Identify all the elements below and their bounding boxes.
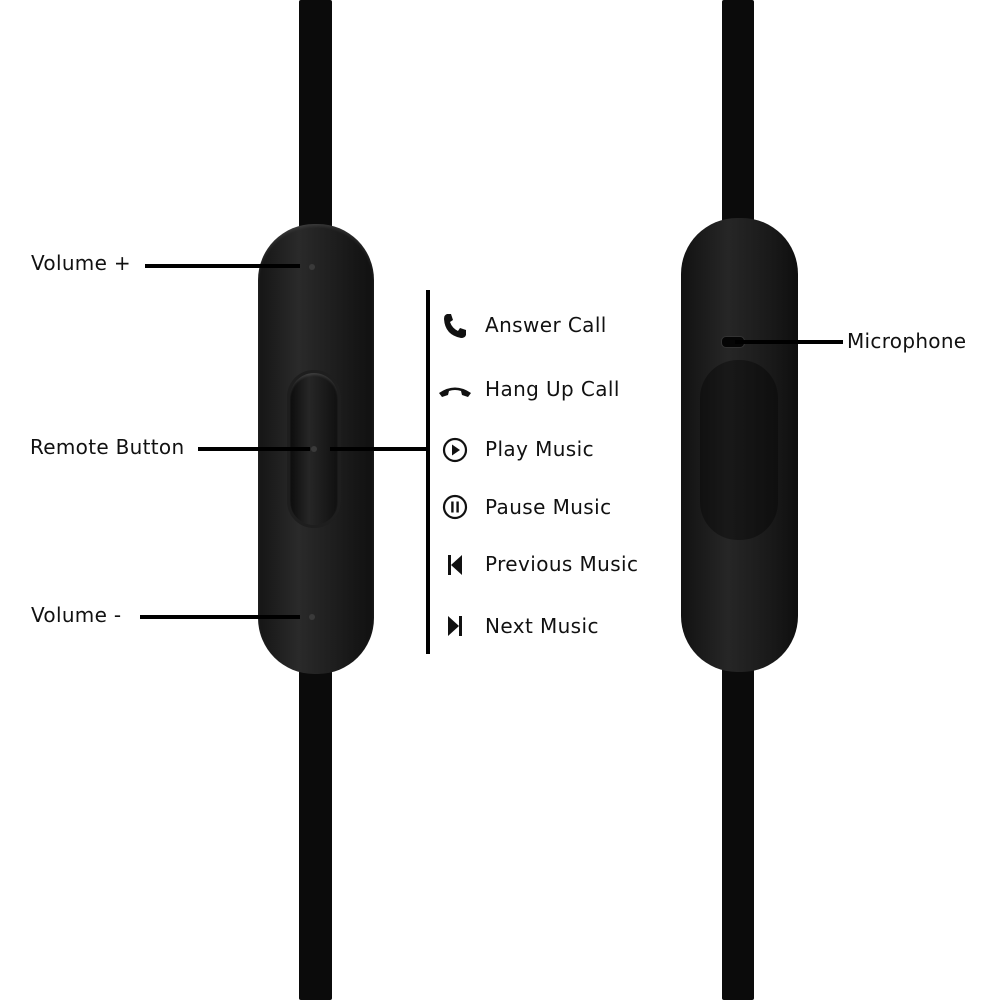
play-circle-icon (442, 437, 468, 463)
hang-up-icon (439, 387, 471, 397)
hang-up-call-label: Hang Up Call (485, 377, 620, 401)
microphone-leader (735, 340, 843, 344)
next-music-label: Next Music (485, 614, 599, 638)
microphone-label: Microphone (847, 329, 967, 353)
volume-down-label: Volume - (31, 603, 122, 627)
answer-call-label: Answer Call (485, 313, 607, 337)
remote-button-leader-left (198, 447, 310, 451)
remote-button-leader-right (330, 447, 428, 451)
left-cable-upper (299, 0, 332, 230)
volume-up-leader (145, 264, 300, 268)
right-cable-upper (722, 0, 754, 230)
functions-bracket (426, 290, 430, 654)
pause-circle-icon (442, 494, 468, 520)
volume-down-marker (309, 614, 315, 620)
remote-button-marker (311, 446, 317, 452)
pause-music-label: Pause Music (485, 495, 612, 519)
microphone-housing (681, 218, 798, 672)
volume-up-label: Volume + (31, 251, 131, 275)
remote-button-label: Remote Button (30, 435, 185, 459)
play-music-label: Play Music (485, 437, 594, 461)
next-track-icon (448, 616, 462, 636)
microphone-groove (700, 360, 778, 540)
right-cable-lower (722, 660, 754, 1000)
left-cable-lower (299, 660, 332, 1000)
volume-down-leader (140, 615, 300, 619)
previous-track-icon (448, 555, 462, 575)
volume-up-marker (309, 264, 315, 270)
previous-music-label: Previous Music (485, 552, 639, 576)
phone-icon (444, 314, 466, 338)
